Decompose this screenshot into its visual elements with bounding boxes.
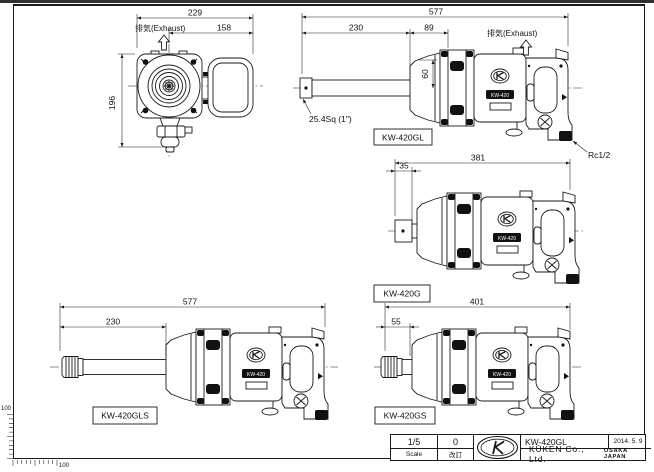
company-location: OSAKA JAPAN (603, 448, 628, 460)
title-block: 1/5 Scale 0 改訂 KW-420GL 2014. 5. 9 KŪKEN… (390, 434, 651, 464)
gl-dim-60: 60 (420, 69, 430, 79)
revision-value: 0 (438, 435, 473, 449)
margin-rulers: 100 100 (1, 406, 70, 469)
front-dim-229: 229 (188, 8, 202, 18)
title-block-logo-cell (474, 435, 521, 460)
g-dim-381: 381 (471, 153, 485, 163)
g-dim-35: 35 (399, 161, 409, 171)
front-dim-196: 196 (107, 96, 117, 110)
gl-dim-230: 230 (349, 23, 363, 33)
kw420gl-view: KW-420 577 230 89 60 排気(Exhaust) 25.4Sq … (293, 7, 610, 160)
gl-dim-89: 89 (424, 23, 434, 33)
title-block-scale-cell: 1/5 Scale (391, 435, 438, 460)
front-dimensions: 229 158 196 排気(Exhaust) (107, 8, 254, 148)
kw420g-view: KW-420 381 35 KW-420G (373, 153, 585, 303)
side-handle (207, 57, 254, 118)
g-model-label: KW-420G (373, 284, 431, 303)
title-block-revision-cell: 0 改訂 (438, 435, 474, 460)
front-dim-158: 158 (217, 23, 231, 33)
svg-text:KW-420GLS: KW-420GLS (101, 411, 149, 421)
gl-dim-577: 577 (429, 7, 443, 17)
kuken-logo-icon (476, 435, 519, 460)
gls-dimensions: 577 230 (59, 297, 326, 356)
company-row: KŪKEN Co., Ltd. OSAKA JAPAN (521, 444, 647, 464)
gl-dimensions: 577 230 89 60 排気(Exhaust) 25.4Sq (1") Rc… (301, 7, 610, 160)
front-view: 229 158 196 排気(Exhaust) (107, 8, 263, 158)
g-body-badge: KW-420 (498, 236, 516, 242)
gls-dim-577: 577 (183, 297, 197, 307)
kw420gs-view: KW-420 401 55 KW-420GS (374, 297, 584, 425)
svg-text:KW-420GS: KW-420GS (384, 411, 427, 421)
gl-drive-label: 25.4Sq (1") (309, 114, 352, 124)
gs-dimensions: 401 55 (376, 297, 571, 356)
gs-dim-55: 55 (391, 317, 401, 327)
gs-dim-401: 401 (470, 297, 484, 307)
sheet-top-band (0, 0, 654, 3)
gl-body-badge: KW-420 (491, 93, 509, 99)
drawing-date: 2014. 5. 9 (608, 435, 647, 448)
revision-label: 改訂 (449, 452, 462, 459)
gls-model-label: KW-420GLS (92, 406, 158, 425)
gls-dim-230: 230 (106, 317, 120, 327)
bottom-ruler-label: 100 (59, 463, 70, 469)
left-ruler-label: 100 (1, 406, 12, 412)
svg-text:KW-420G: KW-420G (383, 289, 420, 299)
scale-label: Scale (405, 450, 423, 458)
gl-model-label: KW-420GL (373, 128, 433, 146)
scale-value: 1/5 (391, 435, 437, 449)
company-name: KŪKEN Co., Ltd. (529, 444, 585, 464)
drawing-frame-border (13, 4, 645, 459)
front-exhaust-label: 排気(Exhaust) (135, 23, 186, 33)
gs-body-badge: KW-420 (493, 372, 511, 378)
gs-model-label: KW-420GS (374, 406, 436, 425)
gl-inlet-label: Rc1/2 (588, 150, 610, 160)
gl-exhaust-label: 排気(Exhaust) (487, 28, 538, 38)
drive-rosette (164, 81, 174, 91)
g-dimensions: 381 35 (386, 153, 571, 222)
gls-body-badge: KW-420 (247, 372, 265, 378)
kw420gls-view: KW-420 577 230 KW-420GLS (50, 297, 338, 425)
drawing-number: KW-420GL (521, 435, 651, 449)
title-block-main-cell: KW-420GL 2014. 5. 9 KŪKEN Co., Ltd. OSAK… (521, 435, 651, 464)
svg-text:KW-420GL: KW-420GL (382, 133, 424, 143)
exhaust-arrow-icon (158, 34, 170, 51)
